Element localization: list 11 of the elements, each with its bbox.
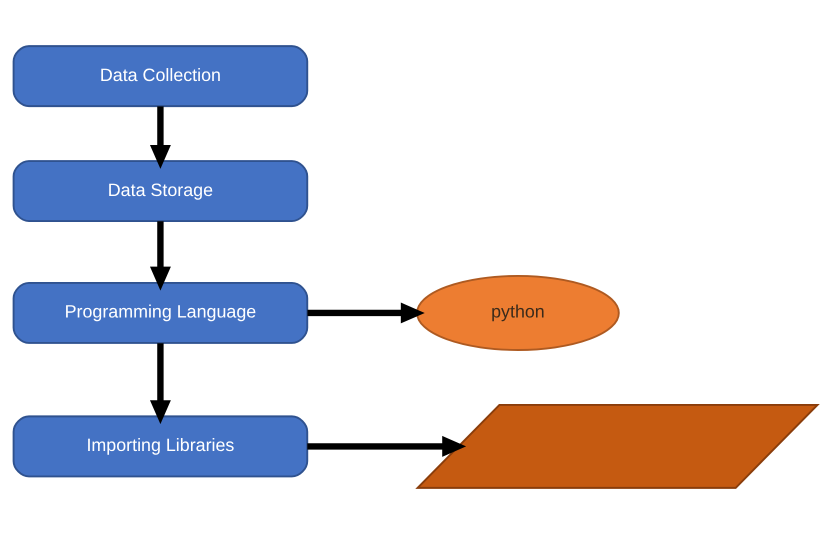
node-box: Data Collection: [12, 44, 308, 107]
node-box: Data Storage: [12, 160, 308, 222]
arrow: [307, 302, 425, 323]
node-box: Importing Libraries: [12, 414, 308, 477]
node-parallelogram: [415, 403, 820, 488]
node-box: Programming Language: [12, 282, 308, 344]
arrow: [307, 435, 466, 456]
node-ellipse: python: [416, 274, 620, 350]
arrow: [150, 106, 171, 168]
arrow: [150, 342, 171, 424]
arrow: [150, 220, 171, 290]
